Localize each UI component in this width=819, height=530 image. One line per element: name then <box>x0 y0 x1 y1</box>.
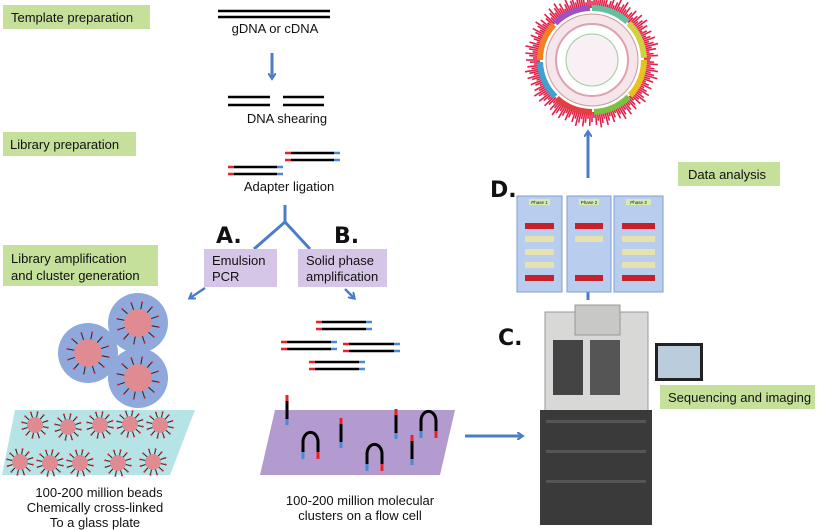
label-a: A. <box>216 224 242 249</box>
cluster-bridge <box>301 430 320 459</box>
flow-cell-clusters <box>285 395 438 471</box>
stage-label: Library amplification <box>11 251 127 266</box>
dna-fragment <box>281 340 337 351</box>
beads-caption: 100-200 million beads Chemically cross-l… <box>27 485 164 530</box>
dna-fragment <box>285 151 340 162</box>
caption-line: 100-200 million molecular <box>286 493 435 508</box>
split-arrow <box>253 205 312 251</box>
label-c: C. <box>498 326 523 351</box>
label-d: D. <box>490 178 517 203</box>
circos-plot <box>524 0 659 128</box>
clusters-caption: 100-200 million molecular clusters on a … <box>286 493 435 523</box>
bead <box>66 449 94 477</box>
shearing-label: DNA shearing <box>247 111 327 126</box>
stage-label: and cluster generation <box>11 268 140 283</box>
stage-library-preparation: Library preparation <box>3 132 136 156</box>
bead <box>21 411 49 439</box>
caption-line: 100-200 million beads <box>35 485 163 500</box>
stage-data-analysis: Data analysis <box>678 162 780 186</box>
method-label: Solid phase <box>306 253 374 268</box>
stage-library-amplification: Library amplification and cluster genera… <box>3 245 158 286</box>
arrow-to-clusters <box>344 288 354 298</box>
stage-template-preparation: Template preparation <box>3 5 150 29</box>
caption-line: clusters on a flow cell <box>298 508 422 523</box>
cluster-bridge <box>365 442 384 471</box>
dna-fragment <box>316 320 372 331</box>
stage-label: Sequencing and imaging <box>668 390 811 405</box>
amplified-fragments <box>281 320 400 371</box>
stage-label: Library preparation <box>10 137 119 152</box>
bead <box>86 411 114 439</box>
bead <box>146 411 174 439</box>
phase-title: Phase 2 <box>581 200 598 205</box>
bead <box>36 449 64 477</box>
bead <box>66 331 110 375</box>
bead <box>116 356 160 400</box>
phase-title: Phase 3 <box>630 200 647 205</box>
analysis-phases: Phase 1 Phase 2 Phase 3 <box>516 195 664 293</box>
phase-panel: Phase 2 <box>566 195 612 293</box>
label-b: B. <box>334 224 359 249</box>
caption-line: To a glass plate <box>50 515 140 530</box>
phase-title: Phase 1 <box>531 200 548 205</box>
bead <box>54 413 82 441</box>
method-label: amplification <box>306 269 378 284</box>
bead <box>6 448 34 476</box>
dna-fragment <box>228 165 283 176</box>
method-solid-phase: Solid phase amplification <box>298 249 387 287</box>
dna-fragment <box>343 342 400 353</box>
bead <box>139 448 167 476</box>
bead <box>116 301 160 345</box>
cluster-bridge <box>419 409 438 438</box>
stage-sequencing-imaging: Sequencing and imaging <box>660 385 815 409</box>
ligation-label: Adapter ligation <box>244 179 334 194</box>
phase-panel: Phase 3 <box>613 195 664 293</box>
sheared-dna <box>228 95 324 107</box>
stage-label: Data analysis <box>688 167 767 182</box>
emulsion-droplets <box>58 293 168 408</box>
phase-panel: Phase 1 <box>516 195 563 293</box>
method-emulsion-pcr: Emulsion PCR <box>204 249 277 287</box>
dna-fragment <box>309 360 365 371</box>
flow-cell <box>260 410 455 475</box>
gdna-label: gDNA or cDNA <box>232 21 319 36</box>
ligated-fragments <box>228 151 340 176</box>
bead <box>104 449 132 477</box>
method-label: Emulsion <box>212 253 265 268</box>
caption-line: Chemically cross-linked <box>27 500 164 515</box>
gdna-strands <box>218 9 330 19</box>
stage-label: Template preparation <box>11 10 133 25</box>
arrow-to-beads <box>190 286 206 298</box>
bead <box>116 410 144 438</box>
sequencer-instrument <box>540 304 703 525</box>
plate-beads <box>6 410 174 477</box>
method-label: PCR <box>212 269 239 284</box>
